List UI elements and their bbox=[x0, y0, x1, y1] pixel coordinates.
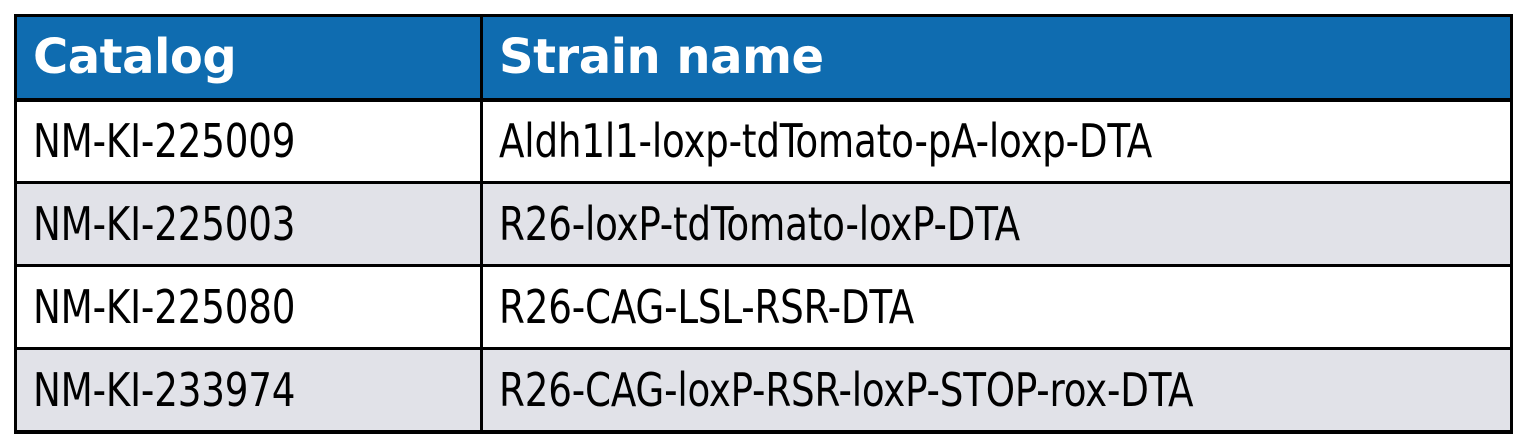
cell-strain-name: R26-loxP-tdTomato-loxP-DTA bbox=[480, 181, 1513, 267]
cell-strain-name-value: R26-CAG-LSL-RSR-DTA bbox=[499, 280, 915, 334]
cell-catalog-value: NM-KI-225080 bbox=[33, 280, 296, 334]
table-body: NM-KI-225009 Aldh1l1-loxp-tdTomato-pA-lo… bbox=[14, 98, 1513, 434]
cell-strain-name: R26-CAG-loxP-RSR-loxP-STOP-rox-DTA bbox=[480, 347, 1513, 434]
cell-strain-name-value: R26-CAG-loxP-RSR-loxP-STOP-rox-DTA bbox=[499, 362, 1194, 417]
cell-strain-name-value: R26-loxP-tdTomato-loxP-DTA bbox=[499, 197, 1020, 251]
column-header-strain-name-label: Strain name bbox=[499, 29, 824, 86]
table-row: NM-KI-225003 R26-loxP-tdTomato-loxP-DTA bbox=[14, 181, 1513, 267]
cell-catalog: NM-KI-233974 bbox=[14, 347, 483, 434]
cell-catalog-value: NM-KI-225009 bbox=[33, 114, 296, 169]
cell-catalog: NM-KI-225003 bbox=[14, 181, 483, 267]
cell-catalog: NM-KI-225080 bbox=[14, 264, 483, 350]
cell-catalog-value: NM-KI-225003 bbox=[33, 197, 296, 251]
cell-strain-name: Aldh1l1-loxp-tdTomato-pA-loxp-DTA bbox=[480, 98, 1513, 184]
column-header-catalog: Catalog bbox=[14, 14, 483, 102]
strain-catalog-table: Catalog Strain name NM-KI-225009 Aldh1l1… bbox=[14, 14, 1513, 434]
table-row: NM-KI-225080 R26-CAG-LSL-RSR-DTA bbox=[14, 264, 1513, 350]
cell-strain-name: R26-CAG-LSL-RSR-DTA bbox=[480, 264, 1513, 350]
strain-table-container: Catalog Strain name NM-KI-225009 Aldh1l1… bbox=[14, 14, 1513, 434]
column-header-catalog-label: Catalog bbox=[33, 29, 237, 86]
table-row: NM-KI-233974 R26-CAG-loxP-RSR-loxP-STOP-… bbox=[14, 347, 1513, 434]
table-row: NM-KI-225009 Aldh1l1-loxp-tdTomato-pA-lo… bbox=[14, 98, 1513, 184]
cell-catalog-value: NM-KI-233974 bbox=[33, 362, 296, 417]
table-header-row: Catalog Strain name bbox=[14, 14, 1513, 102]
cell-strain-name-value: Aldh1l1-loxp-tdTomato-pA-loxp-DTA bbox=[499, 114, 1153, 169]
cell-catalog: NM-KI-225009 bbox=[14, 98, 483, 184]
column-header-strain-name: Strain name bbox=[480, 14, 1513, 102]
table-header: Catalog Strain name bbox=[14, 14, 1513, 102]
